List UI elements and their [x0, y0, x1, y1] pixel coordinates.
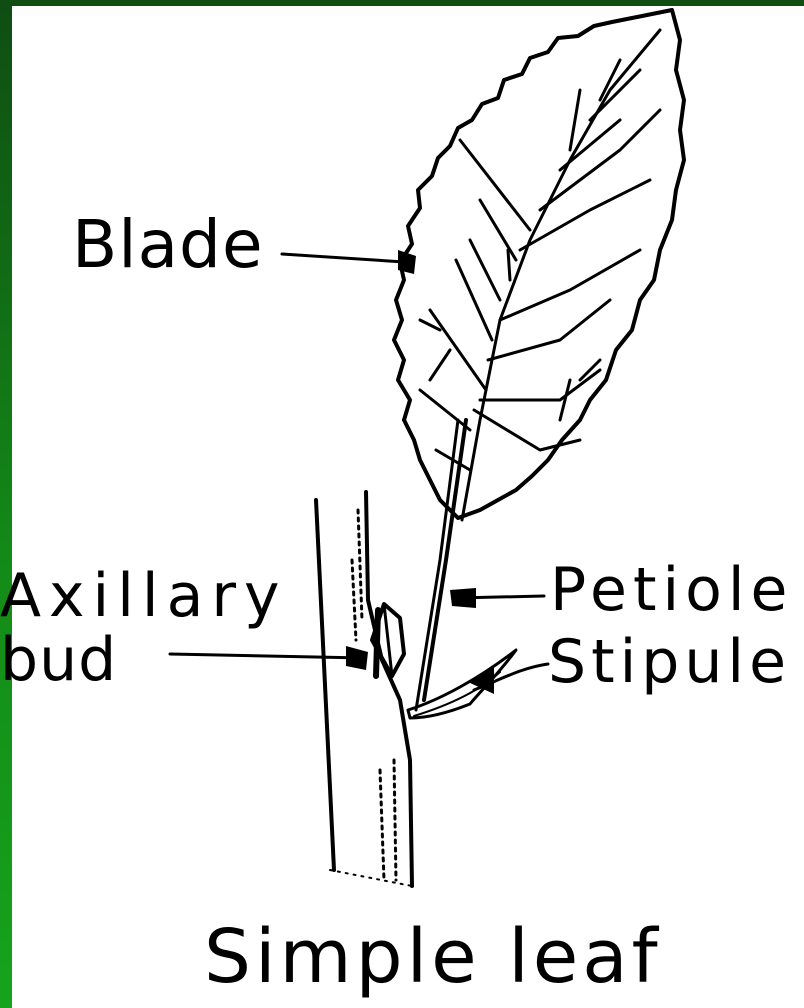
label-bud: bud: [0, 630, 117, 690]
axillary-bud: [372, 604, 404, 676]
stem: [316, 492, 412, 886]
label-petiole: Petiole: [550, 560, 793, 620]
label-axillary: Axillary: [0, 566, 288, 626]
leaf-blade: [394, 10, 684, 518]
label-stipule: Stipule: [548, 632, 791, 692]
label-blade: Blade: [72, 212, 264, 278]
figure-caption: Simple leaf: [204, 920, 662, 994]
